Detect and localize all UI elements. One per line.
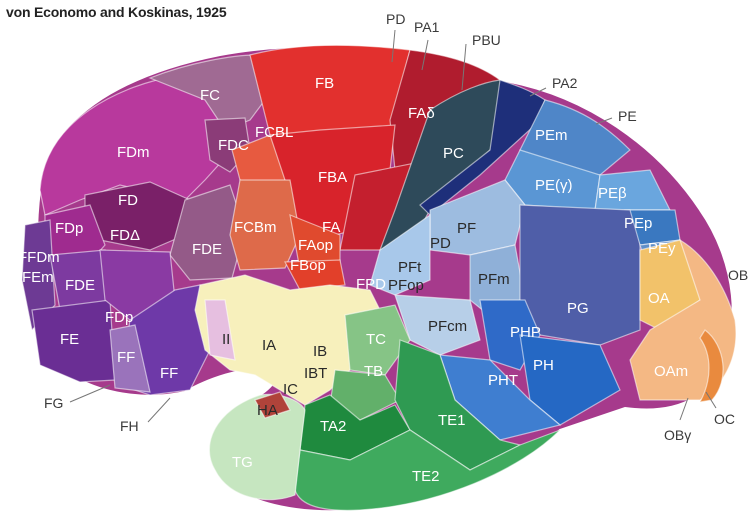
label-ph: PH: [533, 357, 554, 374]
label-fa-top: FAδ: [408, 105, 435, 122]
label-fdc: FDC: [218, 137, 249, 154]
label-fdp: FDp: [55, 220, 83, 237]
region-ff2: [109, 324, 151, 393]
label-pem: PEm: [535, 127, 568, 144]
outer-label-oc: OC: [714, 411, 735, 427]
region-pd: [369, 213, 431, 296]
outer-label-pa2: PA2: [552, 75, 578, 91]
figure-title: von Economo and Koskinas, 1925: [6, 4, 227, 20]
region-fcbm: [229, 179, 301, 271]
label-ibt: IBT: [304, 365, 327, 382]
label-fem: FEm: [22, 269, 54, 286]
label-pc: PC: [443, 145, 464, 162]
region-labels: FB FAδ FC FCBL FDC FDm FD FDΔ FDp FDE FF…: [18, 75, 688, 485]
label-ic: IC: [283, 381, 298, 398]
region-pfcm: [394, 294, 481, 356]
label-fcbm: FCBm: [234, 219, 277, 236]
label-pep: PEp: [624, 215, 652, 232]
outer-label-pe: PE: [618, 108, 637, 124]
label-pfm: PFm: [478, 271, 510, 288]
label-fcbl: FCBL: [255, 124, 293, 141]
label-fe: FE: [60, 331, 79, 348]
label-fde-mid: FDE: [192, 241, 222, 258]
region-fe: [31, 299, 116, 383]
label-php: PHP: [510, 324, 541, 341]
label-fba: FBA: [318, 169, 347, 186]
label-fa: FA: [322, 219, 340, 236]
label-ii: II: [222, 331, 230, 348]
region-tg: [208, 393, 306, 501]
region-fc: [148, 54, 266, 131]
label-fdm: FDm: [117, 144, 150, 161]
label-ff: FF: [160, 365, 178, 382]
label-tb: TB: [364, 363, 383, 380]
label-pf: PF: [457, 220, 476, 237]
outer-label-pa1: PA1: [414, 19, 440, 35]
region-ii: [204, 299, 236, 361]
region-ph: [519, 334, 621, 426]
label-pht: PHT: [488, 372, 518, 389]
outer-labels: PD PA1 PBU PA2 PE OB OC OBγ FG FH: [44, 11, 748, 443]
label-ff2: FF: [117, 349, 135, 366]
label-oa: OA: [648, 290, 670, 307]
outer-label-ob: OB: [728, 267, 748, 283]
label-fpd: FPD: [356, 276, 386, 293]
outer-label-oby: OBγ: [664, 427, 691, 443]
label-tc: TC: [366, 331, 386, 348]
label-ta2: TA2: [320, 418, 346, 435]
label-peb: PEβ: [598, 185, 627, 202]
label-pg: PG: [567, 300, 589, 317]
label-pdyn: PEy: [648, 240, 676, 257]
label-fde-left: FDE: [65, 277, 95, 294]
label-te2: TE2: [412, 468, 440, 485]
label-ffdm: FFDm: [18, 249, 60, 266]
outer-label-fg: FG: [44, 395, 63, 411]
outer-label-pbu: PBU: [472, 32, 501, 48]
label-faop: FAop: [298, 237, 333, 254]
label-fda: FDΔ: [110, 227, 140, 244]
label-fd: FD: [118, 192, 138, 209]
label-ia: IA: [262, 337, 276, 354]
label-pfcm: PFcm: [428, 318, 467, 335]
region-fbop: [284, 259, 346, 291]
region-fdm: [39, 74, 233, 216]
label-peg: PE(γ): [535, 177, 573, 194]
outer-label-fh: FH: [120, 418, 139, 434]
label-te1: TE1: [438, 412, 466, 429]
label-pft: PFt: [398, 259, 422, 276]
region-oc: [698, 329, 724, 403]
label-tg: TG: [232, 454, 253, 471]
region-te2: [294, 429, 561, 511]
region-pa-strip: [419, 79, 546, 216]
outer-label-pd: PD: [386, 11, 405, 27]
region-ha: [254, 391, 291, 419]
region-tc: [344, 304, 411, 376]
label-fdp2: FDp: [105, 309, 133, 326]
label-pfop: PFop: [388, 277, 424, 294]
label-fc: FC: [200, 87, 220, 104]
label-ha: HA: [257, 402, 278, 419]
label-fbop: FBop: [290, 257, 326, 274]
label-oam: OAm: [654, 363, 688, 380]
label-fb: FB: [315, 75, 334, 92]
label-ib: IB: [313, 343, 327, 360]
label-pd: PD: [430, 235, 451, 252]
